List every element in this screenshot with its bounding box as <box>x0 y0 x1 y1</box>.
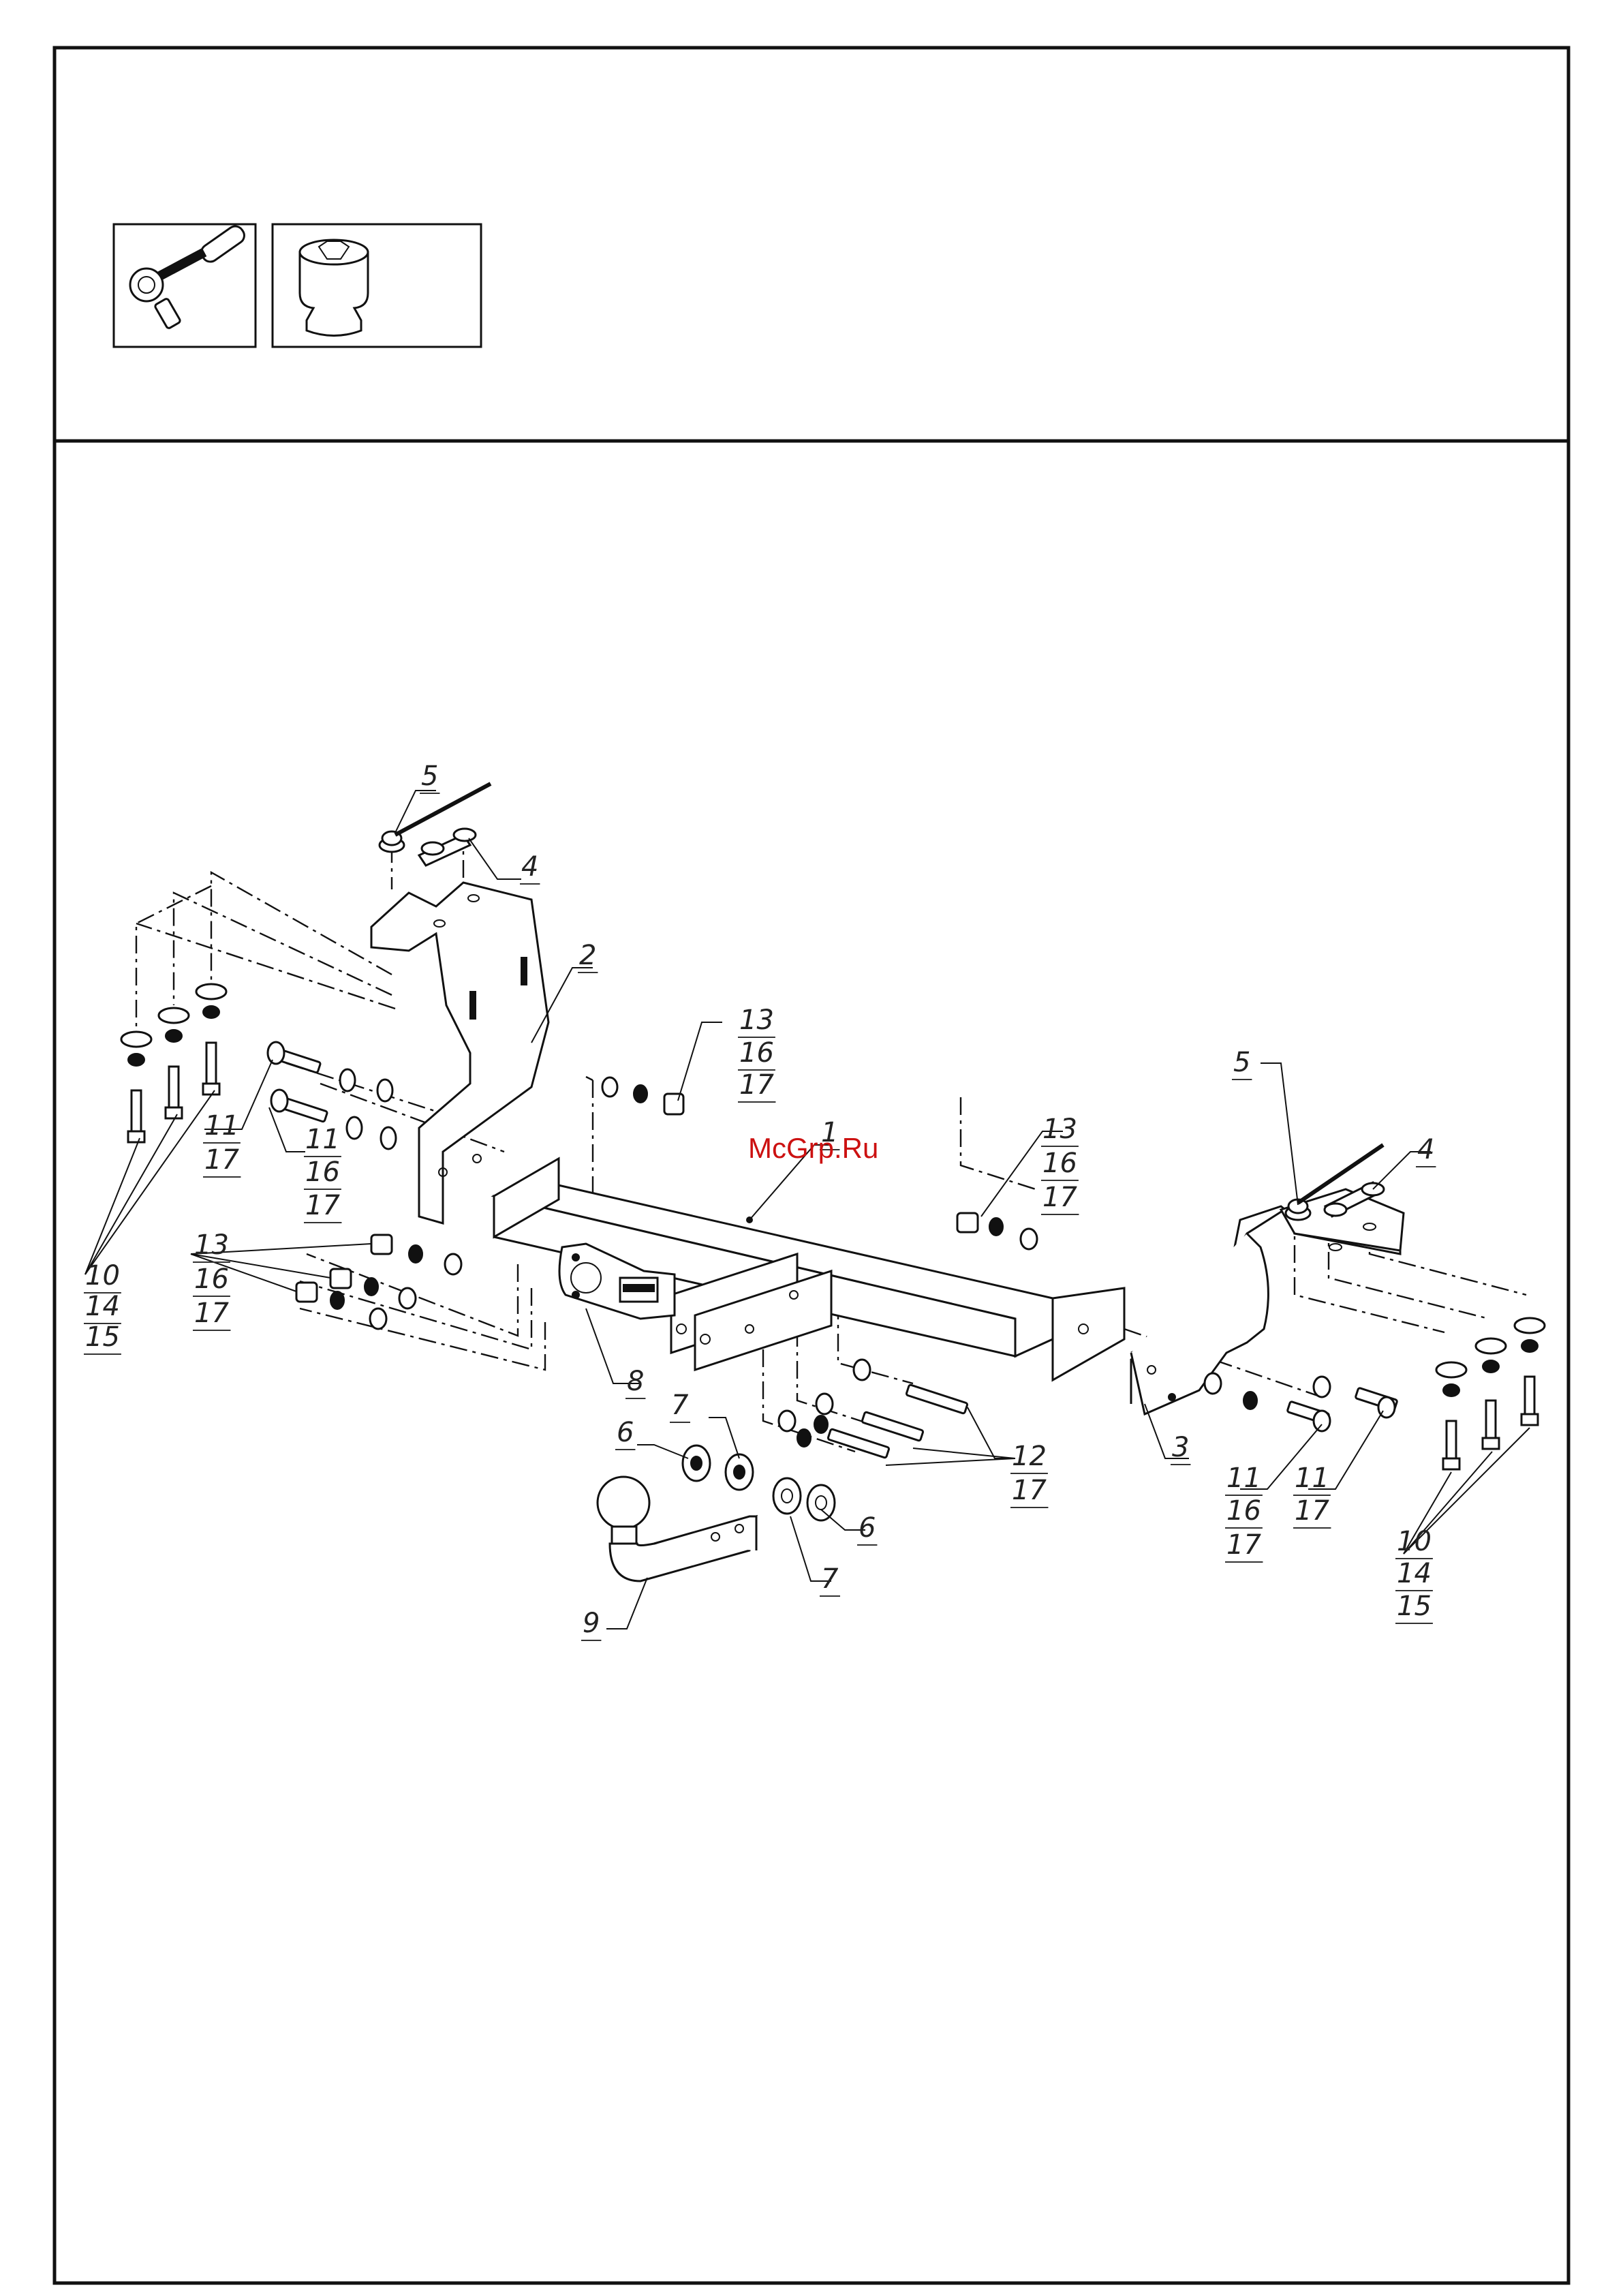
callout-6-a: 6 <box>617 1417 634 1448</box>
tow-ball <box>598 1477 756 1581</box>
callout-13-mid: 13 <box>739 1005 774 1036</box>
callout-15-right: 15 <box>1397 1591 1432 1622</box>
tool-ratchet-box <box>114 223 256 347</box>
hex-socket-icon <box>300 240 368 336</box>
callout-4-left: 4 <box>521 851 538 883</box>
outer-frame <box>55 48 1568 2283</box>
callout-16-left: 16 <box>194 1264 229 1295</box>
callout-11a: 11 <box>204 1110 239 1142</box>
right-bracket <box>1131 1189 1404 1414</box>
callout-11b: 11 <box>305 1124 340 1155</box>
callout-12: 12 <box>1012 1441 1047 1472</box>
callout-10-right: 10 <box>1397 1526 1432 1557</box>
callout-8: 8 <box>627 1366 644 1397</box>
callout-2: 2 <box>579 940 596 971</box>
callout-12-17: 17 <box>1012 1475 1047 1506</box>
callout-16-right: 16 <box>1042 1148 1077 1179</box>
left-bracket <box>371 883 548 1223</box>
callout-10-left: 10 <box>85 1260 120 1291</box>
right-vertical-bolts <box>1436 1318 1545 1469</box>
callout-11b-16: 16 <box>305 1157 340 1188</box>
callout-11a-17: 17 <box>204 1144 239 1176</box>
callout-11c-17: 17 <box>1226 1529 1261 1561</box>
callout-11d: 11 <box>1295 1463 1329 1494</box>
right-top-nuts <box>957 1213 1037 1249</box>
watermark: McGrp.Ru <box>748 1132 878 1164</box>
center-top-nuts <box>602 1077 683 1114</box>
callout-7-a: 7 <box>671 1390 689 1421</box>
callout-5-right: 5 <box>1233 1047 1250 1078</box>
callout-14-right: 14 <box>1397 1558 1432 1589</box>
callout-17-left: 17 <box>194 1298 229 1329</box>
callout-labels: 5 4 2 10 14 15 11 17 11 16 17 13 16 17 1… <box>84 761 1436 1640</box>
left-nut-stack <box>296 1235 461 1329</box>
lower-bolts-12 <box>779 1360 968 1458</box>
callout-16-mid: 16 <box>739 1037 774 1069</box>
callout-3: 3 <box>1172 1432 1189 1463</box>
callout-5-left: 5 <box>421 761 438 792</box>
callout-7-b: 7 <box>821 1563 839 1595</box>
tool-socket-box <box>273 224 481 347</box>
callout-13-left: 13 <box>194 1229 229 1261</box>
callout-13-right: 13 <box>1042 1114 1077 1145</box>
left-top-plate <box>380 784 491 866</box>
callout-17-mid: 17 <box>739 1069 774 1101</box>
spacers <box>683 1445 835 1520</box>
callout-11c: 11 <box>1226 1463 1261 1494</box>
callout-11b-17: 17 <box>305 1190 340 1221</box>
callout-9: 9 <box>583 1608 600 1639</box>
callout-11d-17: 17 <box>1295 1495 1329 1527</box>
right-horizontal-bolts <box>1205 1373 1397 1431</box>
callout-17-right: 17 <box>1042 1182 1077 1213</box>
callout-6-b: 6 <box>859 1512 876 1544</box>
callout-15-left: 15 <box>85 1321 120 1353</box>
callout-4-right: 4 <box>1417 1134 1434 1165</box>
callout-14-left: 14 <box>85 1291 120 1322</box>
callout-11c-16: 16 <box>1226 1495 1261 1527</box>
